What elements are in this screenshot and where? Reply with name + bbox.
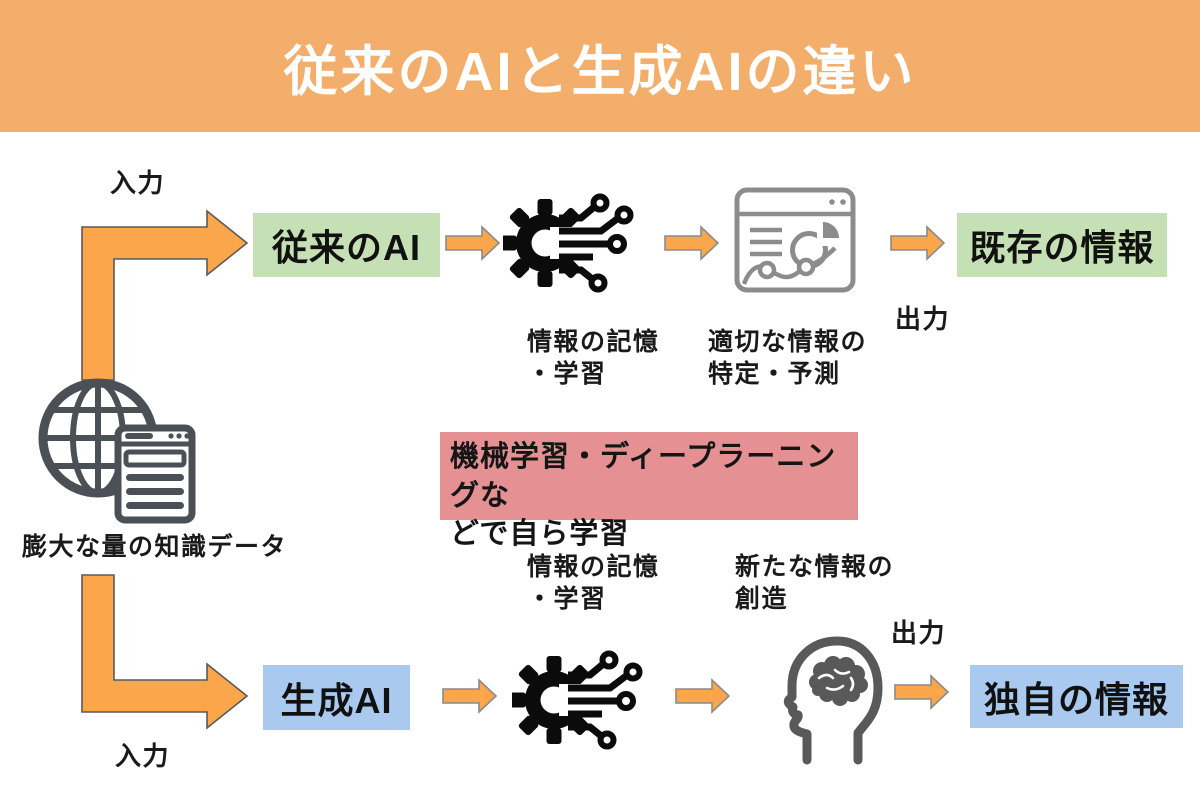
- top-step1-line1: 情報の記憶: [527, 328, 660, 356]
- top-step2-line2: 特定・予測: [708, 359, 841, 388]
- output-label-bottom: 出力: [891, 618, 947, 648]
- existing-info-box: 既存の情報: [957, 213, 1167, 277]
- elbow-arrow-input-bottom-icon: [81, 574, 249, 730]
- flow-arrow-icon: [894, 674, 950, 710]
- gear-circuit-icon: [503, 193, 634, 293]
- original-info-box: 独自の情報: [970, 665, 1183, 728]
- flow-arrow-icon: [890, 225, 946, 261]
- top-step1-label: 情報の記憶 ・学習: [527, 327, 660, 390]
- flow-arrow-icon: [675, 678, 731, 714]
- note-line1: 機械学習・ディープラーニングな: [450, 441, 837, 512]
- input-label-bottom: 入力: [115, 741, 171, 771]
- title-banner: 従来のAIと生成AIの違い: [0, 0, 1200, 132]
- bottom-step1-label: 情報の記憶 ・学習: [527, 552, 660, 615]
- bottom-step2-line2: 創造: [735, 584, 789, 613]
- output-label-top: 出力: [895, 304, 951, 334]
- page-title: 従来のAIと生成AIの違い: [283, 41, 917, 102]
- flow-arrow-icon: [445, 225, 501, 261]
- note-line2: どで自ら学習: [450, 518, 630, 551]
- traditional-ai-box: 従来のAI: [253, 213, 440, 277]
- elbow-arrow-input-top-icon: [81, 209, 249, 381]
- knowledge-data-label: 膨大な量の知識データ: [22, 533, 288, 561]
- flow-arrow-icon: [664, 225, 720, 261]
- top-step2-line1: 適切な情報の: [708, 328, 868, 356]
- top-step2-label: 適切な情報の 特定・予測: [708, 327, 867, 390]
- gear-circuit-icon: [512, 650, 643, 750]
- head-brain-icon: [783, 636, 883, 765]
- globe-document-icon: [38, 378, 196, 524]
- flow-arrow-icon: [442, 678, 498, 714]
- self-learning-note: 機械学習・ディープラーニングな どで自ら学習: [440, 432, 858, 550]
- input-label-top: 入力: [110, 168, 166, 198]
- bottom-step2-label: 新たな情報の 創造: [735, 552, 894, 615]
- bottom-step1-line1: 情報の記憶: [527, 553, 660, 581]
- generative-ai-box: 生成AI: [263, 665, 410, 730]
- top-step1-line2: ・学習: [527, 359, 607, 388]
- bottom-step2-line1: 新たな情報の: [735, 553, 895, 581]
- browser-analytics-icon: [734, 187, 856, 293]
- bottom-step1-line2: ・学習: [527, 584, 607, 613]
